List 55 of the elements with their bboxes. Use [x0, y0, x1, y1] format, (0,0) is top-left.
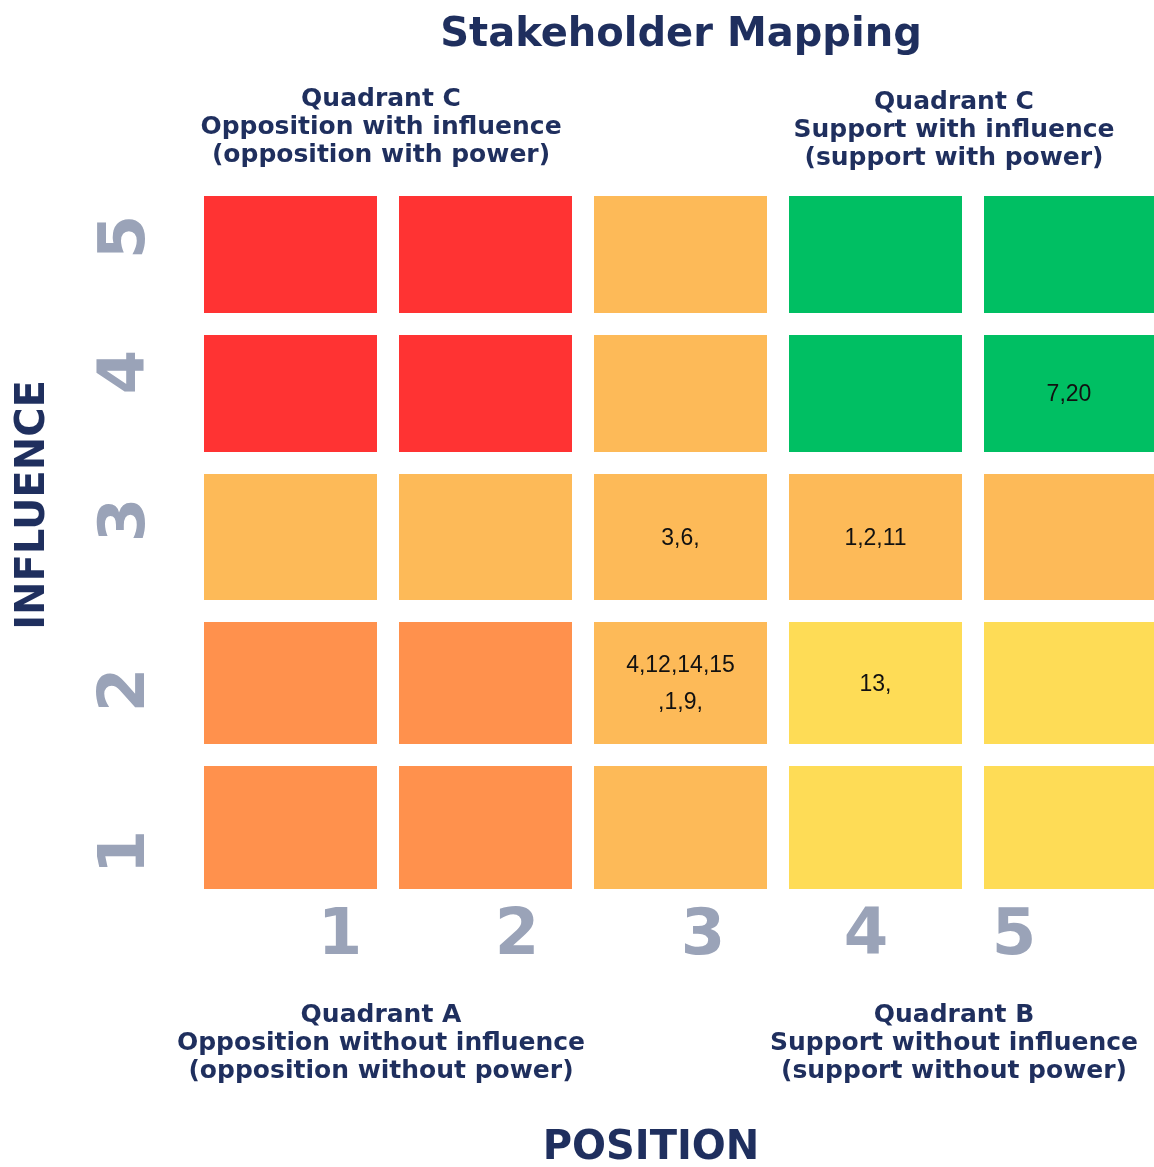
grid-cell: [594, 196, 767, 313]
chart-title: Stakeholder Mapping: [440, 9, 922, 55]
axis-tick-label: 2: [85, 667, 159, 713]
grid-cell: [204, 196, 377, 313]
grid-cell: [789, 766, 962, 889]
quadrant-label: Quadrant C: [874, 85, 1034, 115]
axis-tick-label: 2: [494, 895, 540, 969]
grid-cell: [984, 196, 1154, 313]
axis-tick-label: 5: [991, 895, 1037, 969]
quadrant-label: Quadrant B: [873, 998, 1035, 1028]
quadrant-label: (support with power): [804, 141, 1104, 171]
grid-cell: [984, 622, 1154, 744]
quadrant-label: Support without influence: [770, 1026, 1138, 1056]
grid-cell: [399, 474, 572, 600]
quadrant-label: Support with influence: [793, 113, 1115, 143]
grid-cell: [594, 335, 767, 452]
grid-cell: [204, 622, 377, 744]
grid-cell: [789, 474, 962, 600]
axis-tick-label: 4: [85, 349, 159, 395]
grid-cell: [399, 196, 572, 313]
grid-cell: [789, 196, 962, 313]
quadrant-label: (opposition with power): [211, 138, 551, 168]
grid-cell: [594, 766, 767, 889]
grid-cell: [399, 766, 572, 889]
axis-tick-label: 3: [680, 895, 726, 969]
quadrant-label: (opposition without power): [188, 1054, 574, 1084]
grid-cell: [789, 335, 962, 452]
axis-tick-label: 3: [85, 497, 159, 543]
cell-text: 7,20: [1045, 379, 1093, 408]
grid-cell: [984, 474, 1154, 600]
quadrant-label: Quadrant A: [300, 998, 462, 1028]
axis-tick-label: 1: [85, 829, 159, 875]
axis-title: POSITION: [542, 1122, 760, 1167]
quadrant-label: Quadrant C: [301, 82, 461, 112]
grid-cell: [204, 766, 377, 889]
grid-cell: [594, 474, 767, 600]
axis-tick-label: 5: [85, 214, 159, 260]
axis-title: INFLUENCE: [7, 380, 53, 630]
grid-cell: [399, 335, 572, 452]
quadrant-label: Opposition without influence: [176, 1026, 586, 1056]
grid-cell: [984, 766, 1154, 889]
cell-text: 3,6,: [660, 522, 701, 552]
grid-cell: [399, 622, 572, 744]
quadrant-label: (support without power): [781, 1054, 1127, 1084]
grid-cell: [204, 474, 377, 600]
grid-cell: [984, 335, 1154, 452]
axis-tick-label: 4: [843, 895, 889, 969]
quadrant-label: Opposition with influence: [200, 110, 562, 140]
cell-text: 4,12,14,15 ,1,9,: [625, 650, 736, 716]
cell-text: 13,: [858, 668, 893, 698]
grid-cell: [594, 622, 767, 744]
axis-tick-label: 1: [317, 895, 363, 969]
grid-cell: [789, 622, 962, 744]
cell-text: 1,2,11: [843, 522, 908, 552]
grid-cell: [204, 335, 377, 452]
